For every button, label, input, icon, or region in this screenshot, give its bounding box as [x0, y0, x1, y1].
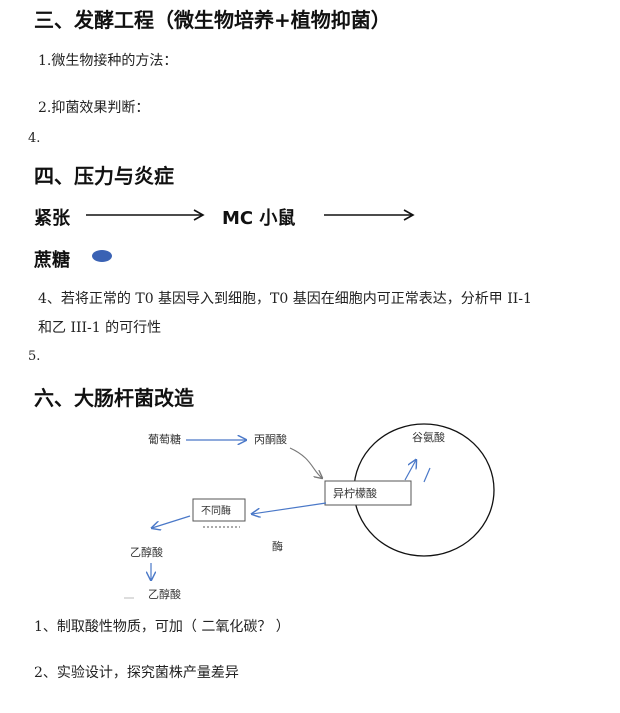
enzyme-label: 酶	[272, 540, 283, 553]
section3-heading: 三、发酵工程（微生物培养+植物抑菌）	[34, 8, 391, 32]
isocitrate-to-enzyme-arrow	[252, 502, 327, 514]
glucose-label: 葡萄糖	[148, 432, 181, 446]
isocitrate-to-glutamate-arrow-1	[404, 460, 416, 481]
isocitrate-to-glutamate-arrow-2	[423, 467, 431, 483]
ecoli-pathway-diagram: 葡萄糖 丙酮酸 谷氨酸 异柠檬酸 不同酶 酶 乙醇酸 乙醇酸	[124, 423, 495, 601]
ethanoate-label-1: 乙醇酸	[130, 545, 163, 559]
enzyme-to-ethanoate-arrow	[152, 515, 191, 528]
section3-question-2: 2.抑菌效果判断：	[38, 100, 150, 116]
section6-question-2: 2、实验设计，探究菌株产量差异	[34, 665, 239, 681]
pyruvate-to-isocitrate-curve	[289, 447, 322, 478]
pyruvate-label: 丙酮酸	[254, 432, 287, 446]
isocitrate-box	[324, 480, 412, 506]
question-4-line-1: 4、若将正常的 T0 基因导入到细胞，T0 基因在细胞内可正常表达，分析甲 II…	[38, 291, 532, 307]
blue-ellipse-mark	[92, 250, 112, 262]
section6-heading: 六、大肠杆菌改造	[34, 386, 194, 410]
mouse-arrow	[324, 209, 415, 221]
sucrose-label: 蔗糖	[34, 250, 70, 271]
glutamate-label: 谷氨酸	[412, 430, 445, 444]
ethanoate-label-2: 乙醇酸	[148, 587, 181, 601]
section3-question-1: 1.微生物接种的方法：	[38, 53, 178, 69]
unknown-enzyme-label: 不同酶	[201, 504, 231, 517]
section6-question-1: 1、制取酸性物质，可加（ 二氧化碳？ ）	[34, 619, 290, 635]
isocitrate-label: 异柠檬酸	[333, 486, 377, 500]
item-5-number: 5.	[28, 349, 41, 364]
section4-heading: 四、压力与炎症	[34, 164, 174, 188]
question-4-line-2: 和乙 III-1 的可行性	[38, 320, 162, 336]
unknown-enzyme-box	[192, 498, 246, 522]
stress-label: 紧张	[34, 208, 70, 229]
stress-arrow	[86, 209, 205, 221]
mouse-label: MC 小鼠	[222, 208, 296, 229]
item-4-number: 4.	[28, 131, 41, 146]
